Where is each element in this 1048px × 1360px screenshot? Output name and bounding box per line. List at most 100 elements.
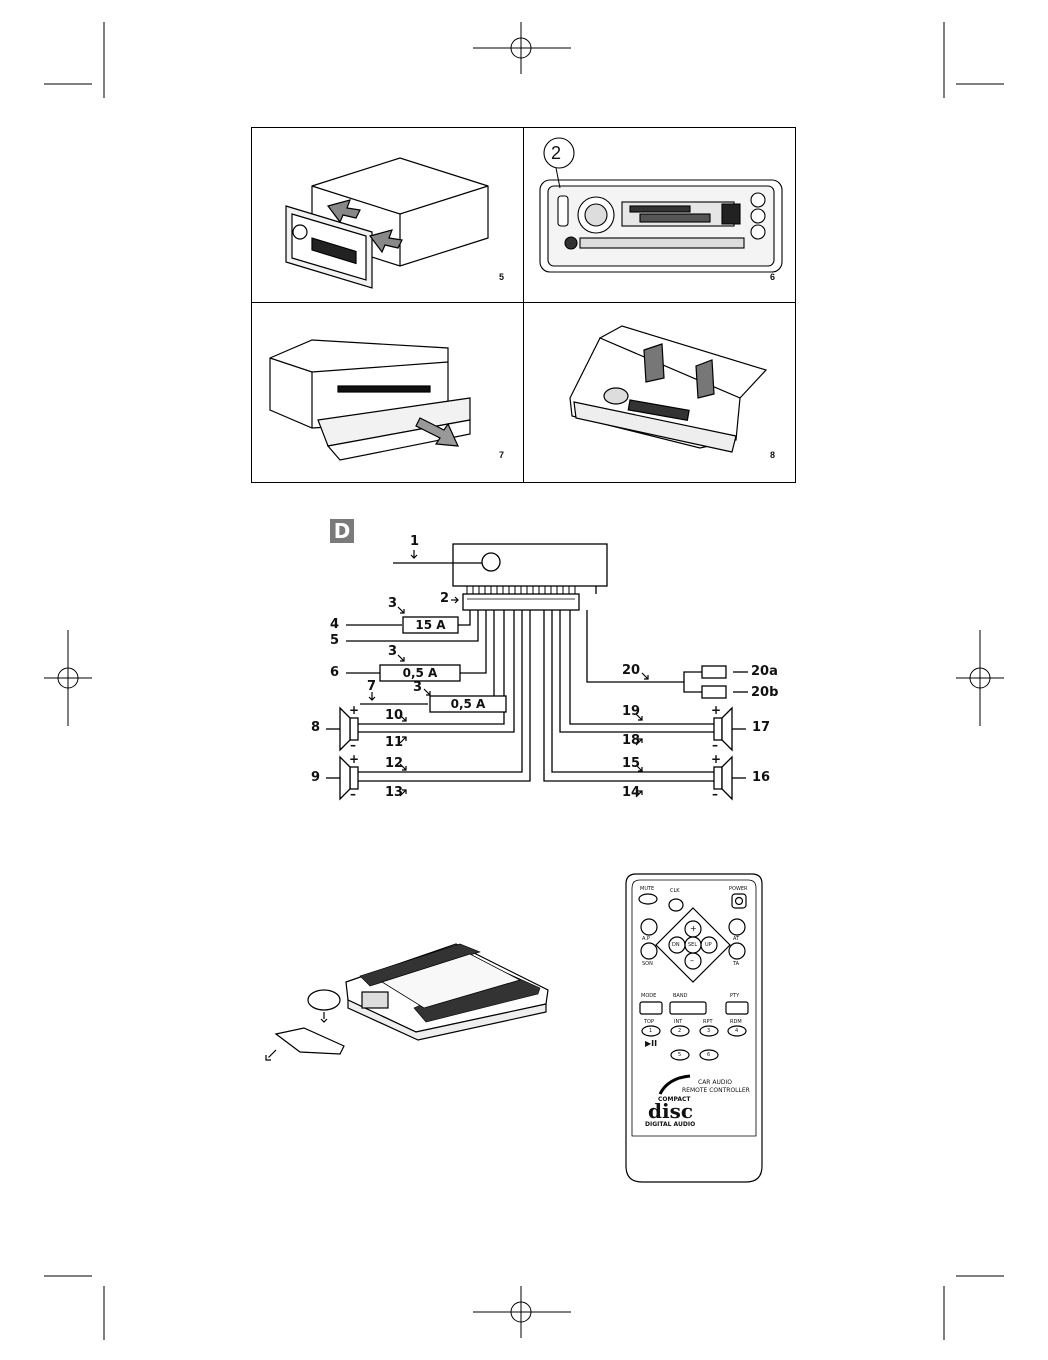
- wire-label-20: 20: [622, 663, 641, 678]
- wire-label-5: 5: [330, 633, 340, 648]
- remote-dn-label: DN: [672, 942, 680, 948]
- wire-label-4: 4: [330, 617, 340, 632]
- polarity-minus-17: –: [712, 738, 718, 752]
- connector-pins: [466, 586, 576, 594]
- wire-label-11: 11: [385, 735, 404, 750]
- speaker-17: [713, 706, 746, 752]
- speaker-9: [326, 755, 359, 801]
- wire-label-1: 1: [410, 534, 420, 549]
- wire-label-18: 18: [622, 733, 641, 748]
- speaker-8: [326, 706, 359, 752]
- connector-20b: [701, 685, 727, 699]
- fuse-05a-1: [379, 664, 461, 682]
- wire-label-10: 10: [385, 708, 404, 723]
- remote-ap-label: A.P: [642, 936, 650, 942]
- remote-play-pause-label: ▶II: [645, 1039, 658, 1048]
- callout-2: 2: [551, 143, 562, 163]
- wire-label-8: 8: [311, 720, 321, 735]
- polarity-plus-17: +: [711, 703, 722, 717]
- fuse-05a-2-label: 0,5 A: [450, 697, 486, 711]
- antenna-socket: [481, 552, 501, 572]
- cd-logo-main: disc: [648, 1099, 694, 1123]
- wire-19: [569, 610, 714, 725]
- cd-logo-top: COMPACT: [658, 1096, 691, 1103]
- panel-number-7: 7: [499, 450, 505, 460]
- remote-clk-label: CLK: [670, 888, 680, 894]
- remote-2-label: 2: [678, 1028, 682, 1034]
- remote-brand-line1: CAR AUDIO: [698, 1079, 732, 1086]
- wire-label-3a: 3: [388, 596, 398, 611]
- wire-label-12: 12: [385, 756, 404, 771]
- remote-brand-line2: REMOTE CONTROLLER: [682, 1087, 750, 1094]
- panel-7-illustration: [269, 339, 471, 461]
- remote-ta-label: TA: [733, 961, 740, 967]
- wire-11: [358, 610, 515, 733]
- remote-1-label: 1: [649, 1028, 653, 1034]
- remote-mode-label: MODE: [641, 993, 657, 999]
- polarity-plus-8: +: [349, 703, 360, 717]
- remote-rpt-label: RPT: [703, 1019, 713, 1025]
- registration-mark-top: [473, 22, 571, 74]
- wire-12: [358, 610, 523, 773]
- panel-number-6: 6: [770, 272, 776, 282]
- wire-5: [346, 610, 479, 642]
- polarity-minus-9: –: [350, 787, 356, 801]
- remote-battery-illustration: [265, 943, 549, 1061]
- remote-band-label: BAND: [673, 993, 688, 999]
- wire-label-3b: 3: [388, 644, 398, 659]
- polarity-minus-16: –: [712, 787, 718, 801]
- remote-minus-label: –: [690, 956, 694, 965]
- wire-label-14: 14: [622, 785, 641, 800]
- figure-grid: [251, 127, 796, 483]
- wire-label-13: 13: [385, 785, 404, 800]
- wire-label-6: 6: [330, 665, 340, 680]
- wire-label-7: 7: [367, 679, 377, 694]
- label-arrows: [368, 550, 649, 798]
- remote-at-label: AT: [733, 936, 740, 942]
- remote-control-illustration: [625, 873, 763, 1183]
- wire-label-20a: 20a: [751, 664, 778, 679]
- polarity-plus-9: +: [349, 752, 360, 766]
- remote-sel-label: SEL: [688, 942, 698, 948]
- registration-mark-bottom: [473, 1286, 571, 1338]
- wire-15: [551, 610, 714, 773]
- wire-label-16: 16: [752, 770, 771, 785]
- remote-power-label: POWER: [729, 886, 748, 892]
- registration-mark-left: [44, 630, 92, 726]
- remote-top-label: TOP: [644, 1019, 655, 1025]
- crop-marks: [44, 22, 1004, 1340]
- speaker-16: [713, 755, 746, 801]
- wire-18: [559, 610, 714, 733]
- remote-plus-label: +: [690, 924, 697, 933]
- fuse-15a-label: 15 A: [415, 618, 446, 632]
- fuse-05a-1-label: 0,5 A: [402, 666, 438, 680]
- panel-8-illustration: [569, 325, 768, 453]
- remote-4-label: 4: [735, 1028, 739, 1034]
- remote-6-label: 6: [707, 1052, 711, 1058]
- panel-number-5: 5: [499, 272, 505, 282]
- head-unit-box: [452, 543, 608, 587]
- fuse-15a: [402, 616, 459, 634]
- polarity-plus-16: +: [711, 752, 722, 766]
- remote-mute-label: MUTE: [640, 886, 655, 892]
- wire-label-9: 9: [311, 770, 321, 785]
- remote-5-label: 5: [678, 1052, 682, 1058]
- remote-up-label: UP: [705, 942, 712, 948]
- wire-label-20b: 20b: [751, 685, 779, 700]
- wire-label-19: 19: [622, 704, 641, 719]
- iso-connector: [462, 593, 580, 611]
- panel-number-8: 8: [770, 450, 776, 460]
- wire-label-2: 2: [440, 591, 450, 606]
- wire-14: [543, 610, 714, 782]
- cd-logo-bottom: DIGITAL AUDIO: [645, 1121, 696, 1128]
- remote-rdm-label: RDM: [730, 1019, 742, 1025]
- registration-mark-right: [956, 630, 1004, 726]
- wiring-diagram: [326, 543, 748, 801]
- wire-10: [358, 610, 505, 725]
- panel-5-illustration: [285, 157, 489, 289]
- wire-13: [358, 610, 531, 782]
- remote-int-label: INT: [674, 1019, 683, 1025]
- wire-label-15: 15: [622, 756, 641, 771]
